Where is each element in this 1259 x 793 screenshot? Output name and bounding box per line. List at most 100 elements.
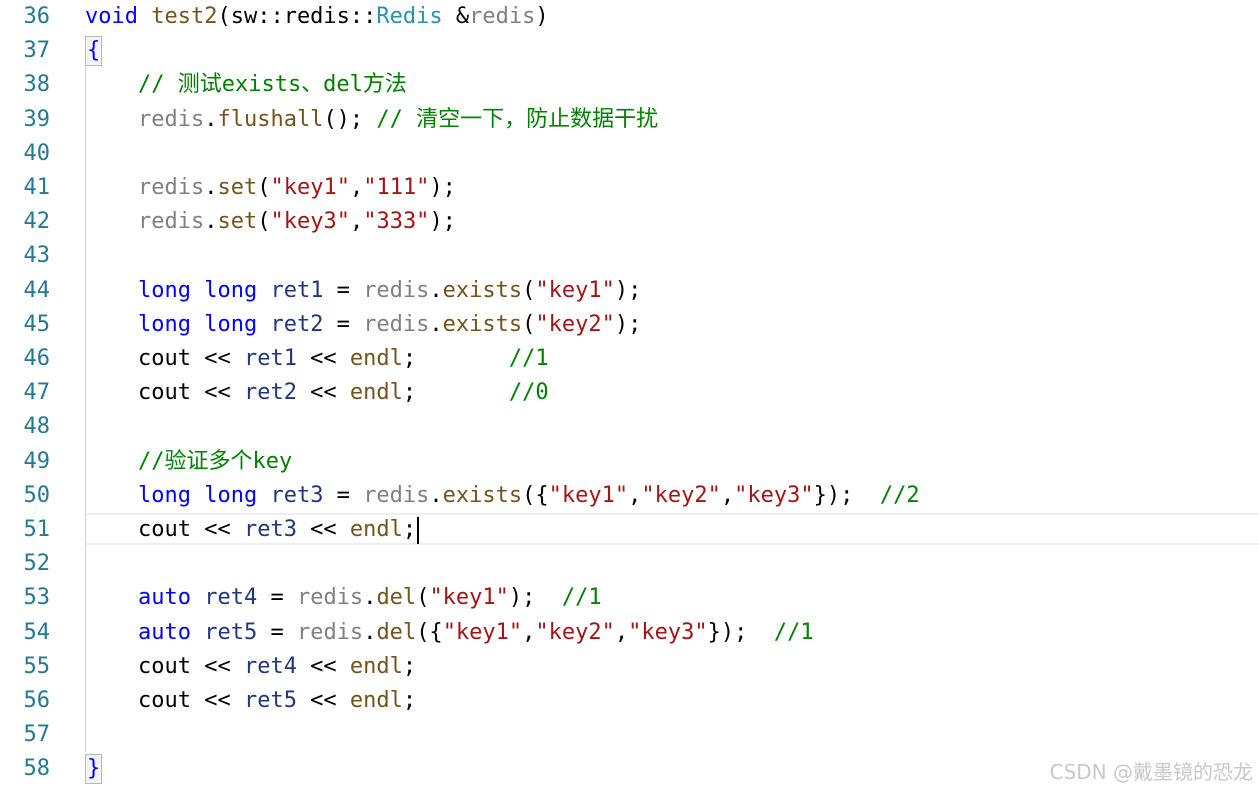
- code-token: del: [376, 619, 417, 645]
- code-line[interactable]: 41 redis.set("key1","111");: [0, 171, 1259, 205]
- code-line[interactable]: 46 cout << ret1 << endl; //1: [0, 342, 1259, 376]
- code-token: ,: [349, 209, 364, 235]
- code-token: [191, 620, 204, 645]
- code-token: endl: [349, 517, 403, 542]
- indent-guide: [85, 63, 86, 752]
- code-text: cout << ret2 << endl; //0: [85, 376, 549, 410]
- code-line[interactable]: 43: [0, 239, 1259, 273]
- code-token: ();: [323, 106, 377, 132]
- code-text: cout << ret1 << endl; //1: [85, 342, 549, 376]
- line-number: 55: [23, 653, 51, 679]
- code-line[interactable]: 48: [0, 410, 1259, 444]
- code-token: .: [204, 106, 218, 132]
- code-token: cout <<: [85, 517, 244, 542]
- code-line[interactable]: 42 redis.set("key3","333");: [0, 205, 1259, 239]
- code-line[interactable]: 38 // 测试exists、del方法: [0, 68, 1259, 102]
- code-token: (: [257, 175, 271, 200]
- code-token: );: [614, 311, 642, 337]
- code-token: "key1": [270, 175, 350, 200]
- code-token: //2: [879, 482, 920, 508]
- code-token: (: [522, 311, 536, 337]
- code-token: endl: [349, 653, 403, 679]
- code-token: [257, 483, 270, 508]
- code-token: [85, 278, 138, 303]
- code-token: "key3": [270, 209, 350, 235]
- code-line[interactable]: 45 long long ret2 = redis.exists("key2")…: [0, 308, 1259, 342]
- code-token: "key2": [535, 619, 615, 645]
- code-token: .: [429, 277, 443, 303]
- code-token: ret1: [270, 277, 324, 303]
- code-token: ret5: [243, 688, 297, 713]
- code-token: ret5: [204, 619, 258, 645]
- code-token: ): [535, 4, 549, 29]
- code-line[interactable]: 53 auto ret4 = redis.del("key1"); //1: [0, 581, 1259, 615]
- code-text: {: [85, 34, 103, 68]
- code-token: ,: [720, 482, 735, 508]
- code-token: ;: [402, 380, 509, 406]
- code-line[interactable]: 37{: [0, 34, 1259, 68]
- code-line[interactable]: 40: [0, 137, 1259, 171]
- code-line[interactable]: 49 //验证多个key: [0, 445, 1259, 479]
- code-token: &: [442, 4, 470, 29]
- code-line[interactable]: 54 auto ret5 = redis.del({"key1","key2",…: [0, 616, 1259, 650]
- code-token: "key1": [442, 619, 523, 645]
- code-token: =: [323, 277, 364, 303]
- code-token: <<: [296, 517, 350, 542]
- code-line[interactable]: 52: [0, 547, 1259, 581]
- code-token: endl: [349, 380, 403, 406]
- code-token: long long: [137, 482, 258, 508]
- code-text: }: [85, 752, 103, 786]
- code-token: //1: [508, 346, 549, 371]
- code-token: ret1: [243, 346, 297, 371]
- code-line[interactable]: 58}: [0, 752, 1259, 786]
- code-token: flushall: [217, 106, 324, 132]
- code-token: (: [416, 585, 430, 611]
- code-token: <<: [296, 380, 350, 406]
- code-token: redis: [137, 175, 205, 200]
- code-token: [191, 585, 204, 610]
- code-line[interactable]: 47 cout << ret2 << endl; //0: [0, 376, 1259, 410]
- code-token: );: [508, 585, 562, 611]
- code-token: auto: [137, 585, 191, 611]
- code-token: .: [363, 619, 377, 645]
- brace-token: }: [85, 754, 103, 785]
- code-token: redis: [363, 482, 430, 508]
- code-line[interactable]: 55 cout << ret4 << endl;: [0, 650, 1259, 684]
- brace-token: {: [85, 36, 103, 67]
- line-number: 39: [23, 106, 51, 132]
- code-line[interactable]: 51 cout << ret3 << endl;: [0, 513, 1259, 547]
- line-number: 49: [23, 448, 51, 474]
- code-token: .: [204, 209, 218, 235]
- code-line[interactable]: 44 long long ret1 = redis.exists("key1")…: [0, 274, 1259, 308]
- line-number: 42: [23, 209, 51, 235]
- code-token: void: [85, 4, 138, 29]
- code-token: [85, 107, 138, 132]
- code-token: [85, 585, 138, 610]
- code-line[interactable]: 39 redis.flushall(); // 清空一下，防止数据干扰: [0, 103, 1259, 137]
- code-line[interactable]: 57: [0, 718, 1259, 752]
- code-token: auto: [137, 619, 191, 645]
- code-token: cout <<: [85, 346, 244, 371]
- line-number: 47: [23, 380, 51, 406]
- code-token: //验证多个key: [85, 448, 293, 474]
- code-token: =: [323, 311, 364, 337]
- code-token: );: [429, 209, 456, 235]
- code-line[interactable]: 50 long long ret3 = redis.exists({"key1"…: [0, 479, 1259, 513]
- code-token: ret2: [270, 311, 324, 337]
- code-text: cout << ret5 << endl;: [85, 684, 416, 718]
- code-token: "key3": [628, 619, 708, 645]
- line-number: 53: [23, 585, 51, 611]
- code-token: ;: [402, 517, 417, 542]
- code-token: ,: [614, 619, 629, 645]
- code-text: long long ret2 = redis.exists("key2");: [85, 308, 641, 342]
- code-text: long long ret1 = redis.exists("key1");: [85, 274, 641, 308]
- code-token: });: [707, 619, 774, 645]
- code-line[interactable]: 56 cout << ret5 << endl;: [0, 684, 1259, 718]
- code-token: ({: [522, 482, 549, 508]
- code-token: redis: [469, 4, 536, 29]
- code-text: redis.set("key1","111");: [85, 171, 456, 205]
- code-token: redis: [296, 619, 364, 645]
- code-token: [85, 312, 138, 337]
